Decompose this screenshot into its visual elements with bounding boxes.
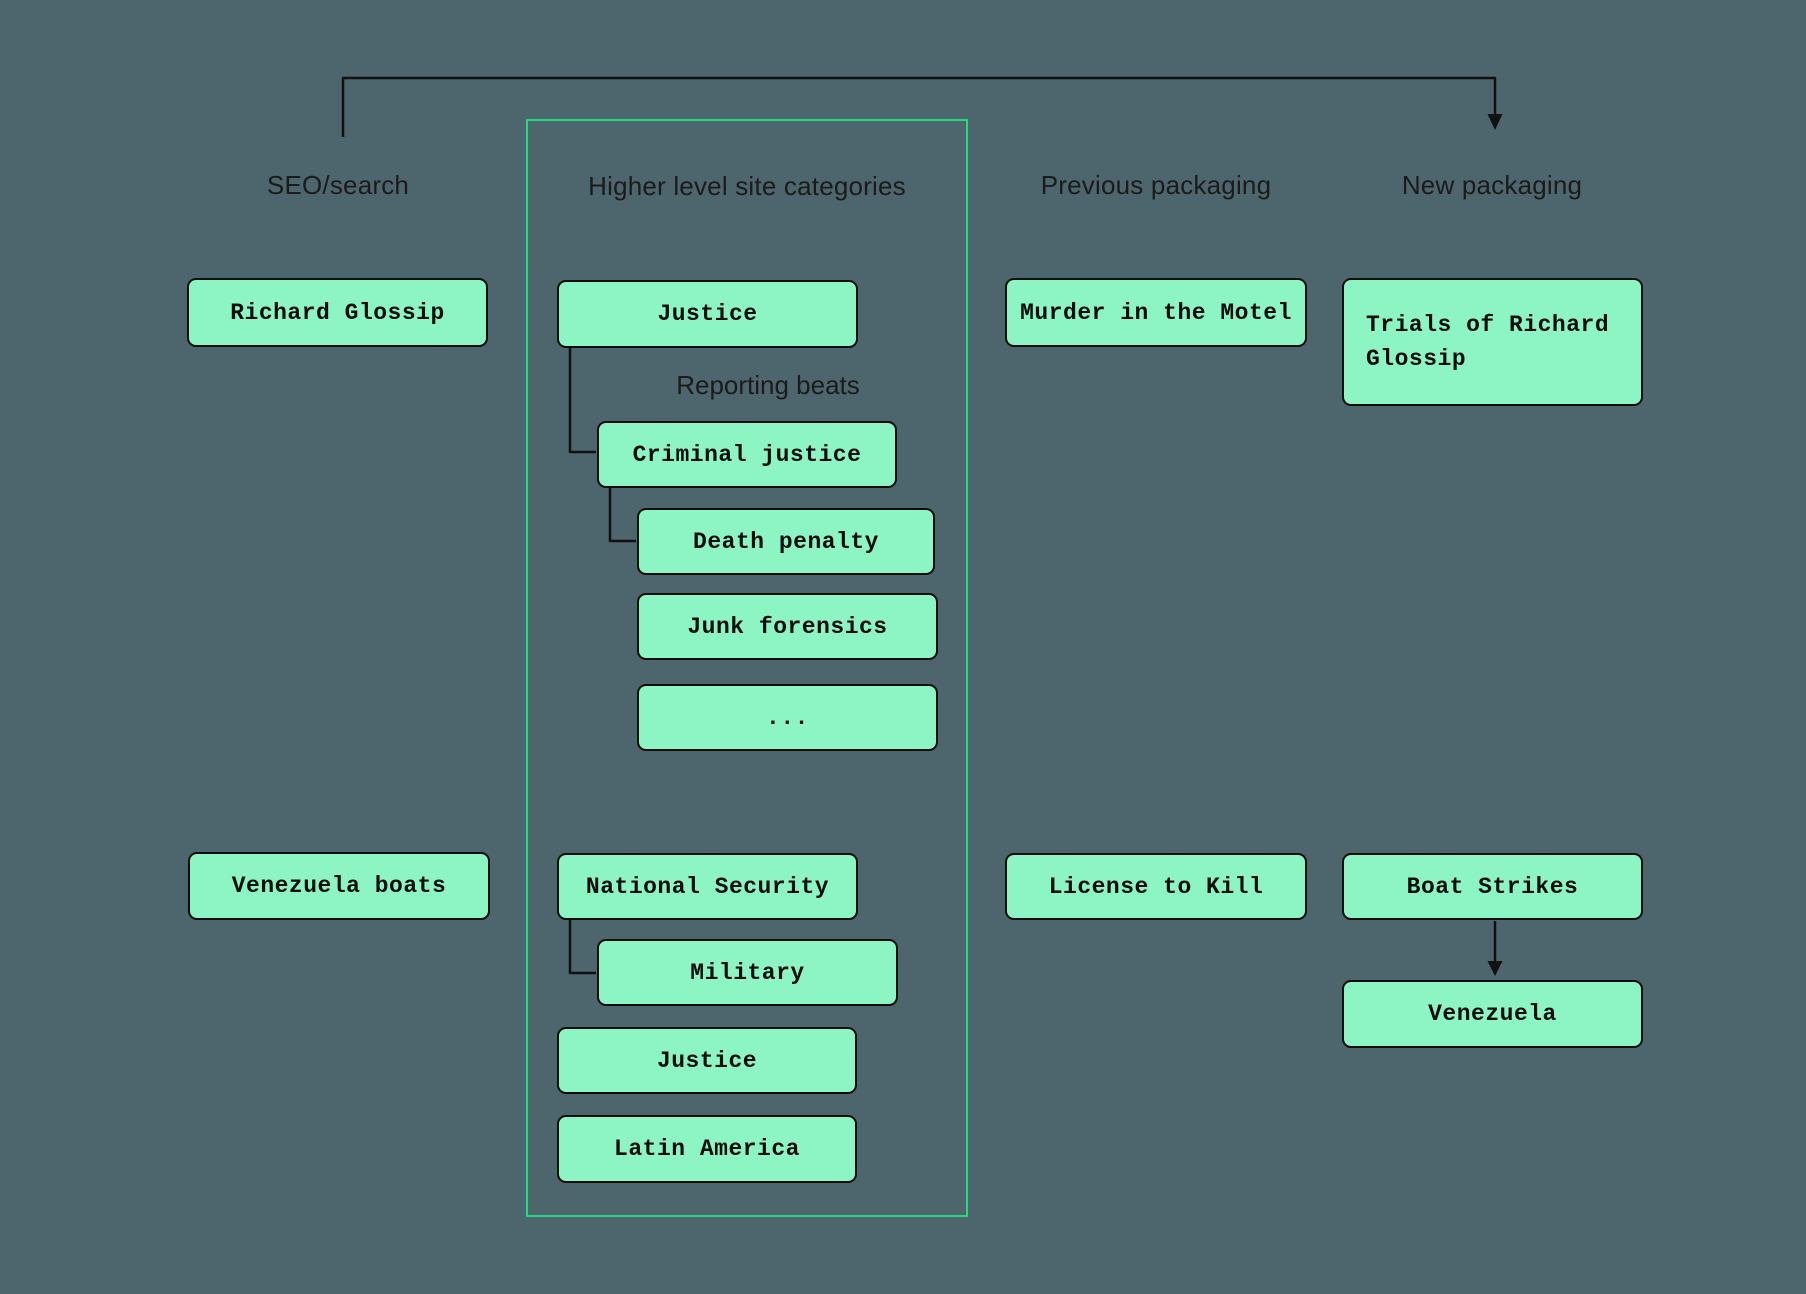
node-venezuela-boats: Venezuela boats	[188, 852, 490, 920]
node-richard-glossip: Richard Glossip	[187, 278, 488, 347]
node-military: Military	[597, 939, 898, 1006]
reporting-beats-label: Reporting beats	[676, 370, 860, 400]
column-header-new-packaging: New packaging	[1401, 170, 1583, 200]
node-criminal-justice: Criminal justice	[597, 421, 897, 488]
column-header-seo-search: SEO/search	[266, 170, 410, 200]
connector-criminal-justice-to-death-penalty	[608, 488, 636, 543]
site-categories-group-frame	[526, 119, 968, 1217]
node-justice-bottom: Justice	[557, 1027, 857, 1094]
node-ellipsis: ...	[637, 684, 938, 751]
node-justice-top: Justice	[557, 280, 858, 348]
arrowhead-down-icon	[1487, 961, 1503, 976]
node-junk-forensics: Junk forensics	[637, 593, 938, 660]
node-murder-in-the-motel: Murder in the Motel	[1005, 278, 1307, 347]
node-national-security: National Security	[557, 853, 858, 920]
flow-arrow-seo-to-new-packaging	[341, 76, 1497, 137]
node-latin-america: Latin America	[557, 1115, 857, 1183]
node-license-to-kill: License to Kill	[1005, 853, 1307, 920]
node-death-penalty: Death penalty	[637, 508, 935, 575]
node-trials-of-richard-glossip: Trials of Richard Glossip	[1342, 278, 1643, 406]
node-boat-strikes: Boat Strikes	[1342, 853, 1643, 920]
column-header-previous-packaging: Previous packaging	[1040, 170, 1272, 200]
arrowhead-down-icon	[1487, 114, 1503, 130]
node-venezuela: Venezuela	[1342, 980, 1643, 1048]
connector-national-security-to-military	[568, 920, 596, 975]
connector-justice-to-criminal-justice	[568, 347, 596, 454]
column-header-higher-level-site-categories: Higher level site categories	[588, 171, 906, 201]
